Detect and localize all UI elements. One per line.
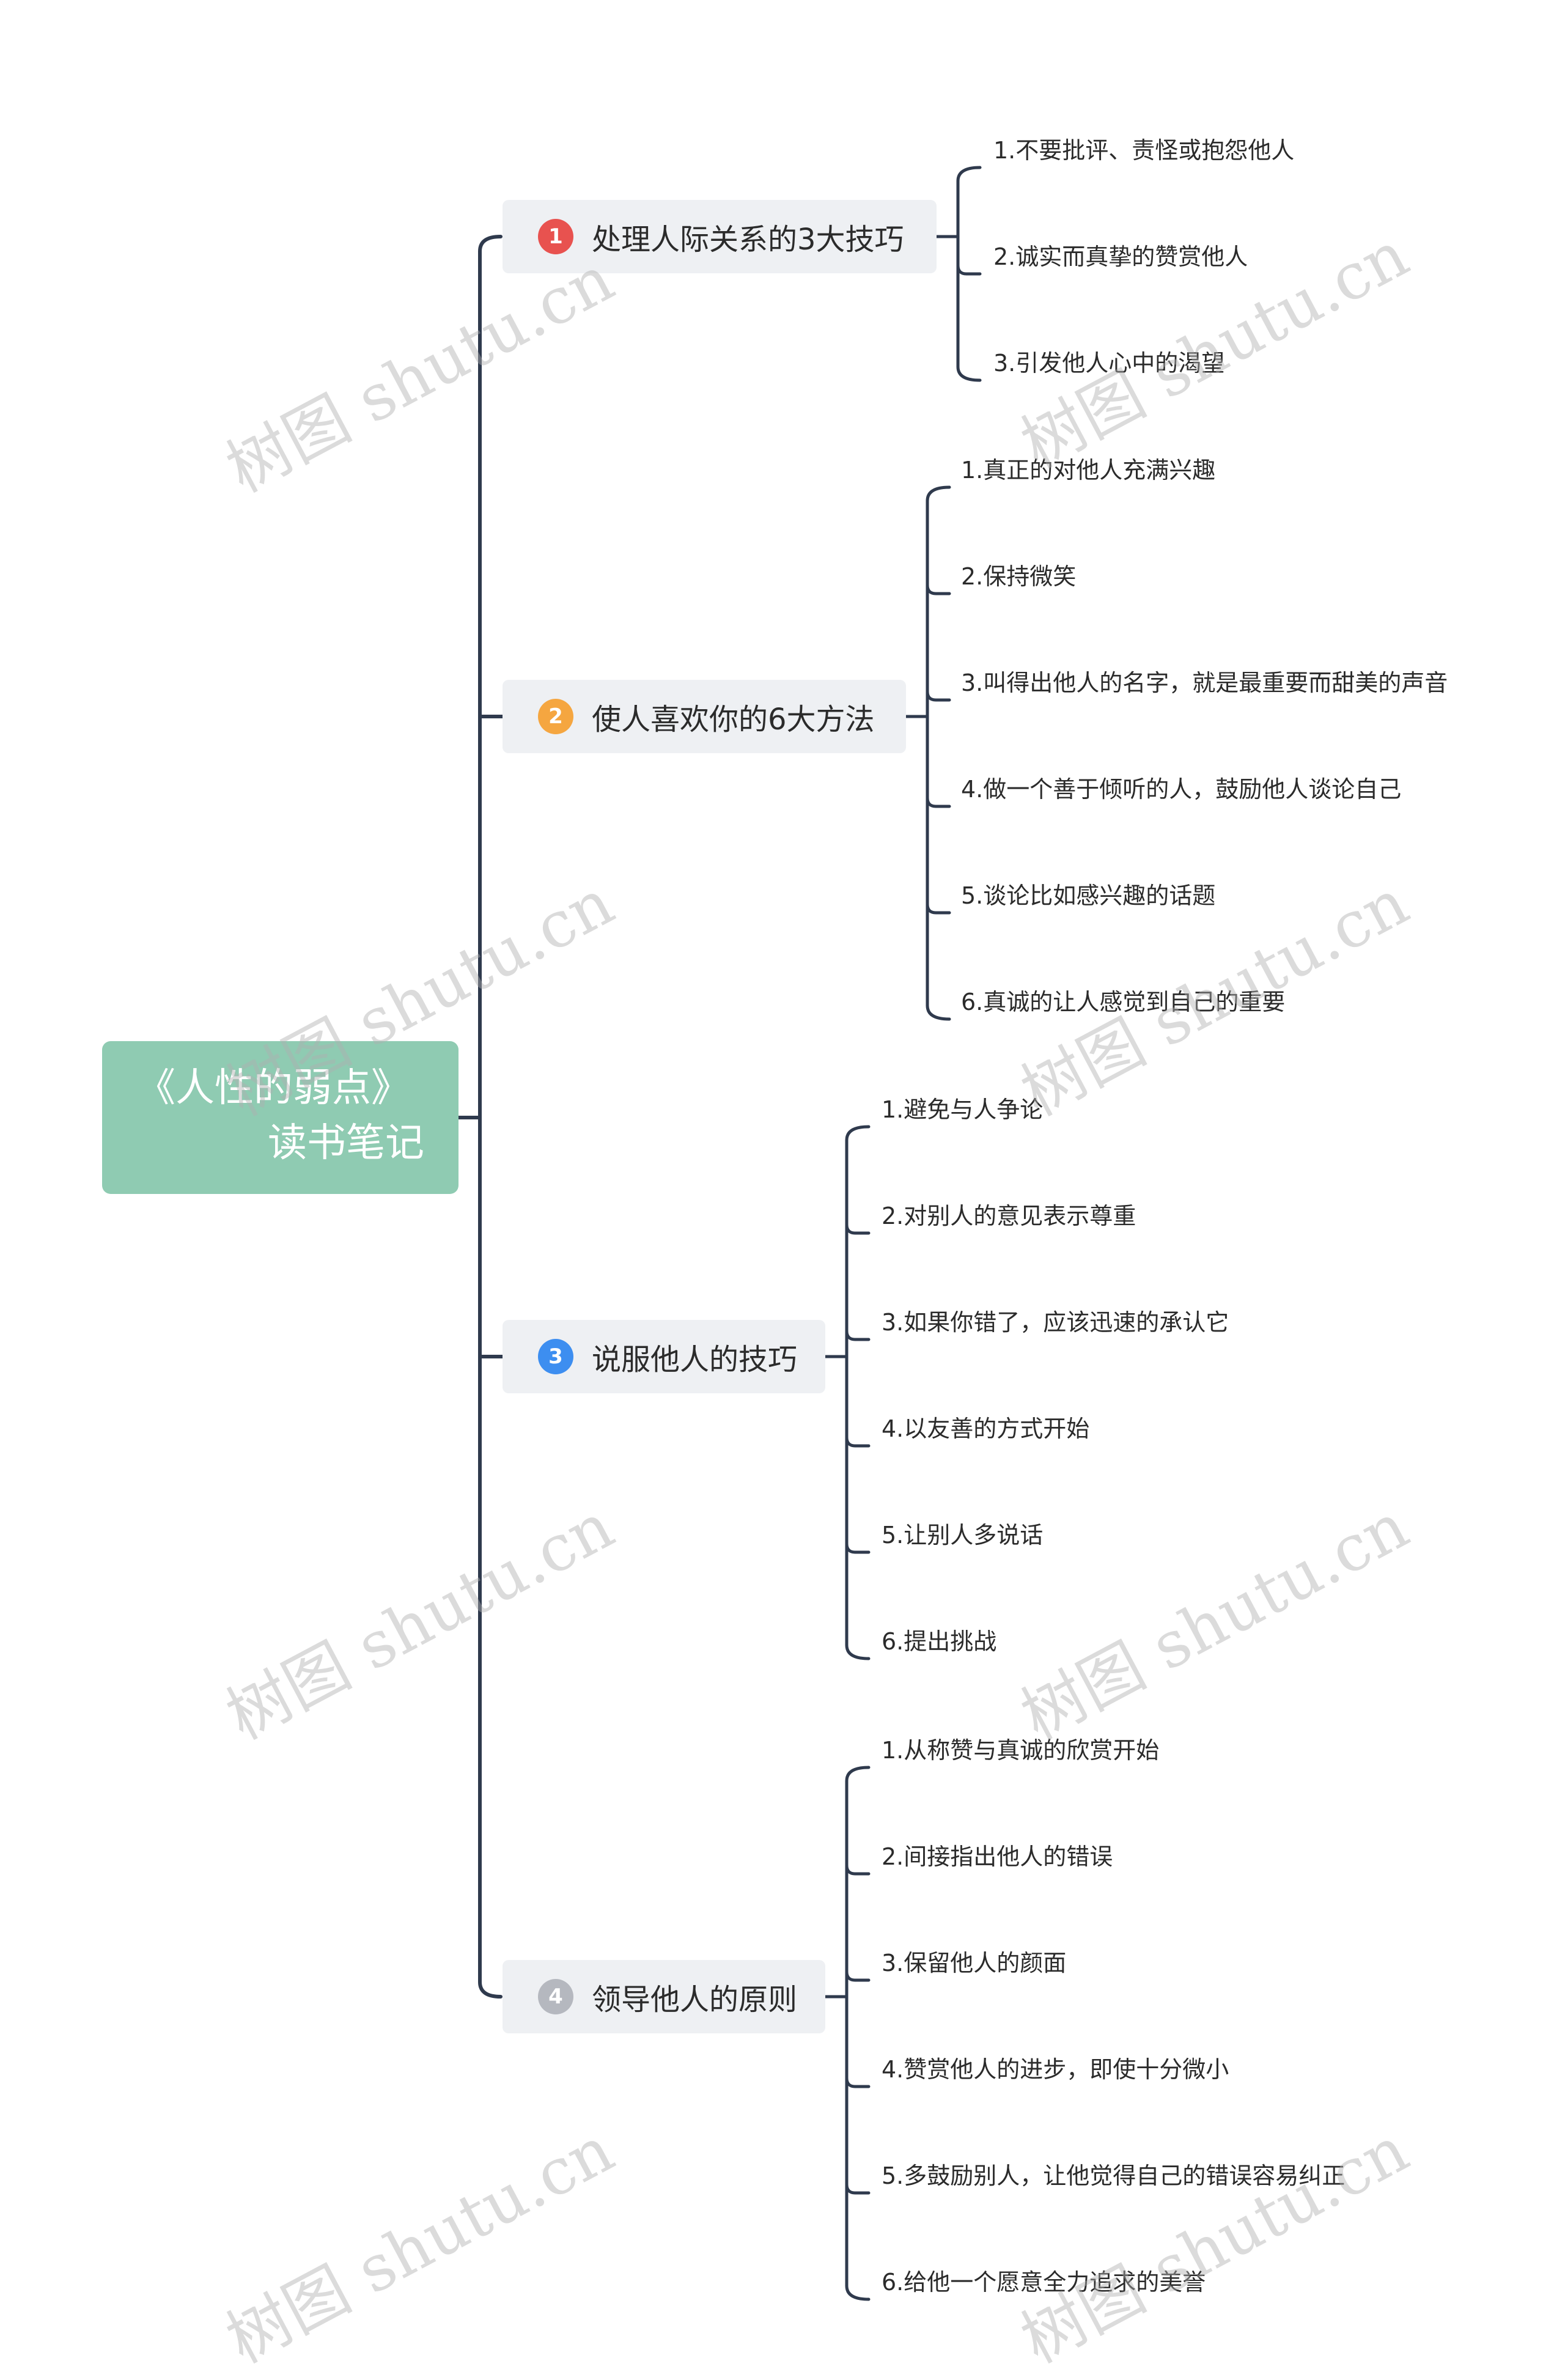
branch-label: 领导他人的原则 <box>592 1983 798 2017</box>
leaf-item[interactable]: 1.从称赞与真诚的欣赏开始 <box>882 1737 1160 1764</box>
branch-topic-4[interactable]: 4 领导他人的原则 <box>503 1960 825 2033</box>
root-title-line2: 读书笔记 <box>268 1121 424 1166</box>
branch-topic-3[interactable]: 3 说服他人的技巧 <box>503 1320 825 1393</box>
branch-topic-1[interactable]: 1 处理人际关系的3大技巧 <box>503 200 937 273</box>
leaf-item[interactable]: 3.叫得出他人的名字，就是最重要而甜美的声音 <box>961 669 1448 696</box>
number-badge-icon: 4 <box>538 1979 573 2014</box>
branch-label: 使人喜欢你的6大方法 <box>592 702 875 737</box>
leaf-item[interactable]: 3.引发他人心中的渴望 <box>993 350 1225 377</box>
root-topic[interactable]: 《人性的弱点》 读书笔记 <box>102 1041 458 1194</box>
number-badge-icon: 2 <box>538 699 573 734</box>
branch-topic-2[interactable]: 2 使人喜欢你的6大方法 <box>503 680 906 753</box>
leaf-item[interactable]: 2.保持微笑 <box>961 563 1077 590</box>
leaf-item[interactable]: 1.避免与人争论 <box>882 1096 1044 1123</box>
leaf-item[interactable]: 6.真诚的让人感觉到自己的重要 <box>961 989 1286 1015</box>
number-badge-icon: 3 <box>538 1339 573 1374</box>
leaf-item[interactable]: 6.给他一个愿意全力追求的美誉 <box>882 2269 1206 2296</box>
leaf-item[interactable]: 1.不要批评、责怪或抱怨他人 <box>993 137 1295 164</box>
leaf-item[interactable]: 5.让别人多说话 <box>882 1522 1044 1549</box>
branch-label: 说服他人的技巧 <box>592 1343 798 1377</box>
leaf-item[interactable]: 2.间接指出他人的错误 <box>882 1843 1113 1870</box>
leaf-item[interactable]: 5.谈论比如感兴趣的话题 <box>961 882 1216 909</box>
leaf-item[interactable]: 1.真正的对他人充满兴趣 <box>961 457 1216 484</box>
root-title-line1: 《人性的弱点》 <box>136 1066 410 1111</box>
leaf-item[interactable]: 6.提出挑战 <box>882 1628 997 1655</box>
leaf-item[interactable]: 4.赞赏他人的进步，即使十分微小 <box>882 2056 1229 2083</box>
leaf-item[interactable]: 4.以友善的方式开始 <box>882 1415 1090 1442</box>
branch-label: 处理人际关系的3大技巧 <box>592 223 904 257</box>
leaf-item[interactable]: 2.诚实而真挚的赞赏他人 <box>993 243 1248 270</box>
leaf-item[interactable]: 2.对别人的意见表示尊重 <box>882 1203 1136 1229</box>
leaf-item[interactable]: 3.保留他人的颜面 <box>882 1950 1067 1977</box>
number-badge-icon: 1 <box>538 219 573 254</box>
leaf-item[interactable]: 3.如果你错了，应该迅速的承认它 <box>882 1309 1229 1336</box>
leaf-item[interactable]: 5.多鼓励别人，让他觉得自己的错误容易纠正 <box>882 2162 1346 2189</box>
leaf-item[interactable]: 4.做一个善于倾听的人，鼓励他人谈论自己 <box>961 776 1402 803</box>
